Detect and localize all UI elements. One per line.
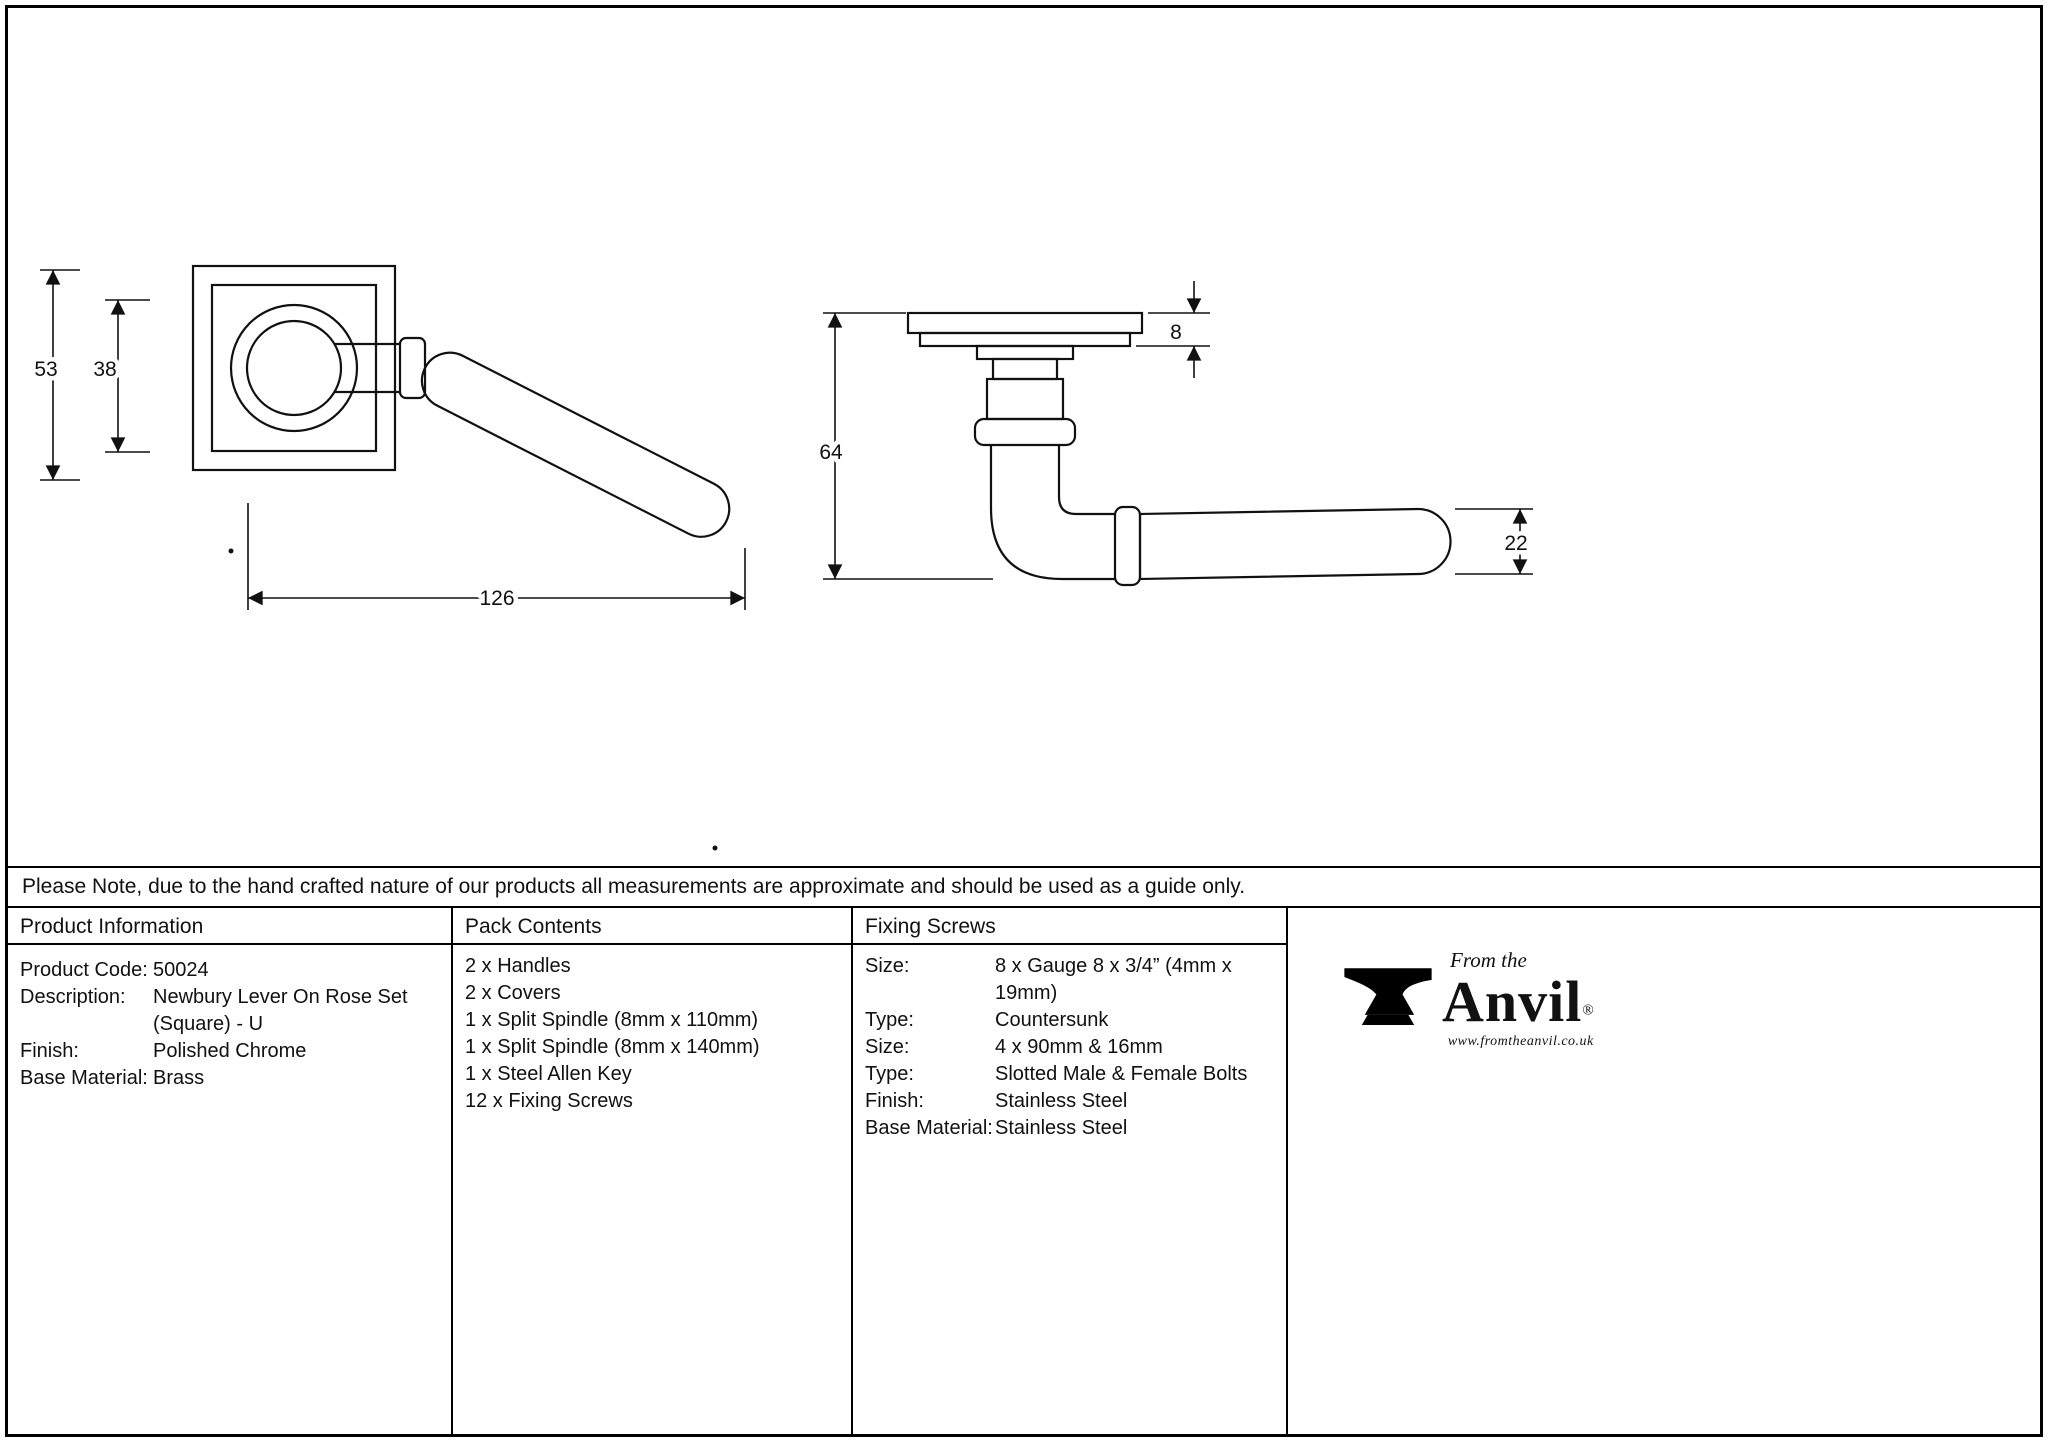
- row-label: Product Code:: [20, 959, 148, 981]
- row-value: 50024: [153, 959, 209, 981]
- rose-outer-square: [191, 264, 397, 472]
- row-value: Slotted Male & Female Bolts: [995, 1063, 1248, 1085]
- dim-53-label: 53: [34, 358, 57, 381]
- dim-126-label: 126: [479, 587, 514, 610]
- logo-cell: From the Anvil® www.fromtheanvil.co.uk: [1288, 908, 2040, 1434]
- spec-table: Product Information Product Code: 50024 …: [8, 906, 2040, 1434]
- dim-22-label: 22: [1504, 532, 1527, 555]
- measurement-note-text: Please Note, due to the hand crafted nat…: [22, 875, 1246, 898]
- anvil-icon: [1344, 968, 1432, 1025]
- row-product-code: Product Code: 50024: [20, 957, 439, 984]
- neck-step: [975, 344, 1075, 361]
- drawing-area: 53 38 126: [8, 8, 2040, 866]
- row-label: Base Material:: [865, 1117, 993, 1139]
- row-value: Brass: [153, 1067, 205, 1089]
- technical-drawing: 53 38 126: [30, 264, 1533, 851]
- row-finish: Finish: Stainless Steel: [865, 1088, 1274, 1115]
- row-value: Polished Chrome: [153, 1040, 307, 1062]
- front-view: [191, 264, 731, 538]
- row-label: Size:: [865, 955, 910, 977]
- stray-dot-2: [712, 845, 718, 851]
- row-description: Description: Newbury Lever On Rose Set (…: [20, 984, 439, 1038]
- row-label: Finish:: [865, 1090, 924, 1112]
- dim-64-label: 64: [819, 441, 843, 464]
- fixing-screws-section: Fixing Screws Size: 8 x Gauge 8 x 3/4” (…: [853, 908, 1288, 1434]
- lever-bend-inner: [1057, 445, 1115, 516]
- row-type-2: Type: Slotted Male & Female Bolts: [865, 1061, 1274, 1088]
- logo-name-row: Anvil®: [1442, 973, 1594, 1031]
- row-value: Stainless Steel: [995, 1117, 1128, 1139]
- lever-collar-side: [1113, 505, 1142, 587]
- handle-collar: [398, 336, 427, 400]
- list-item: 1 x Split Spindle (8mm x 110mm): [465, 1009, 759, 1031]
- row-label: Base Material:: [20, 1067, 148, 1089]
- list-item: 12 x Fixing Screws: [465, 1090, 633, 1112]
- row-size-1: Size: 8 x Gauge 8 x 3/4” (4mm x 19mm): [865, 953, 1274, 1007]
- spec-sheet: 53 38 126: [5, 5, 2043, 1437]
- handle-lever: [420, 351, 731, 538]
- row-label: Finish:: [20, 1040, 79, 1062]
- neck-waist: [991, 357, 1059, 381]
- rose-inner-square: [210, 283, 378, 453]
- measurement-note: Please Note, due to the hand crafted nat…: [8, 866, 2040, 906]
- logo-name: Anvil: [1442, 969, 1583, 1034]
- logo-text: From the Anvil® www.fromtheanvil.co.uk: [1442, 948, 1594, 1050]
- logo-tagline: From the: [1450, 948, 1527, 972]
- list-item: 2 x Handles: [465, 955, 571, 977]
- rose-inner-circle: [245, 319, 343, 417]
- neck-body: [985, 377, 1065, 421]
- product-information-body: Product Code: 50024 Description: Newbury…: [8, 945, 451, 1092]
- row-finish: Finish: Polished Chrome: [20, 1038, 439, 1065]
- fixing-screws-header: Fixing Screws: [853, 908, 1286, 945]
- rose-plate-step: [918, 331, 1132, 348]
- side-view: [906, 311, 1452, 587]
- rose-plate-flange: [906, 311, 1144, 335]
- row-value: 8 x Gauge 8 x 3/4” (4mm x 19mm): [995, 955, 1232, 1004]
- row-value: Countersunk: [995, 1009, 1109, 1031]
- row-size-2: Size: 4 x 90mm & 16mm: [865, 1034, 1274, 1061]
- fixing-screws-body: Size: 8 x Gauge 8 x 3/4” (4mm x 19mm) Ty…: [853, 945, 1286, 1142]
- row-type-1: Type: Countersunk: [865, 1007, 1274, 1034]
- row-label: Type:: [865, 1009, 914, 1031]
- row-base-material: Base Material: Stainless Steel: [865, 1115, 1274, 1142]
- product-information-header: Product Information: [8, 908, 451, 945]
- rose-outer-circle: [229, 303, 359, 433]
- pack-contents-header: Pack Contents: [453, 908, 851, 945]
- anvil-logo: From the Anvil® www.fromtheanvil.co.uk: [1340, 948, 1594, 1050]
- stray-dot-1: [228, 548, 234, 554]
- pack-contents-section: Pack Contents 2 x Handles 2 x Covers 1 x…: [453, 908, 853, 1434]
- lever-bend-outer: [989, 445, 1115, 581]
- neck-collar: [973, 417, 1077, 447]
- product-information-section: Product Information Product Code: 50024 …: [8, 908, 453, 1434]
- logo-website: www.fromtheanvil.co.uk: [1447, 1034, 1594, 1049]
- row-base-material: Base Material: Brass: [20, 1065, 439, 1092]
- row-value: Stainless Steel: [995, 1090, 1128, 1112]
- row-label: Description:: [20, 986, 126, 1008]
- front-view-dimensions: [40, 269, 746, 610]
- row-value: Newbury Lever On Rose Set (Square) - U: [153, 986, 408, 1035]
- row-value: 4 x 90mm & 16mm: [995, 1036, 1163, 1058]
- registered-trademark: ®: [1582, 1002, 1594, 1019]
- side-view-dimensions: [823, 281, 1533, 580]
- row-label: Size:: [865, 1036, 910, 1058]
- list-item: 1 x Split Spindle (8mm x 140mm): [465, 1036, 760, 1058]
- list-item: 1 x Steel Allen Key: [465, 1063, 632, 1085]
- list-item: 2 x Covers: [465, 982, 561, 1004]
- dim-8-label: 8: [1170, 321, 1182, 344]
- pack-contents-body: 2 x Handles 2 x Covers 1 x Split Spindle…: [453, 945, 851, 1115]
- lever-arm-side: [1138, 507, 1452, 581]
- dim-38-label: 38: [93, 358, 116, 381]
- row-label: Type:: [865, 1063, 914, 1085]
